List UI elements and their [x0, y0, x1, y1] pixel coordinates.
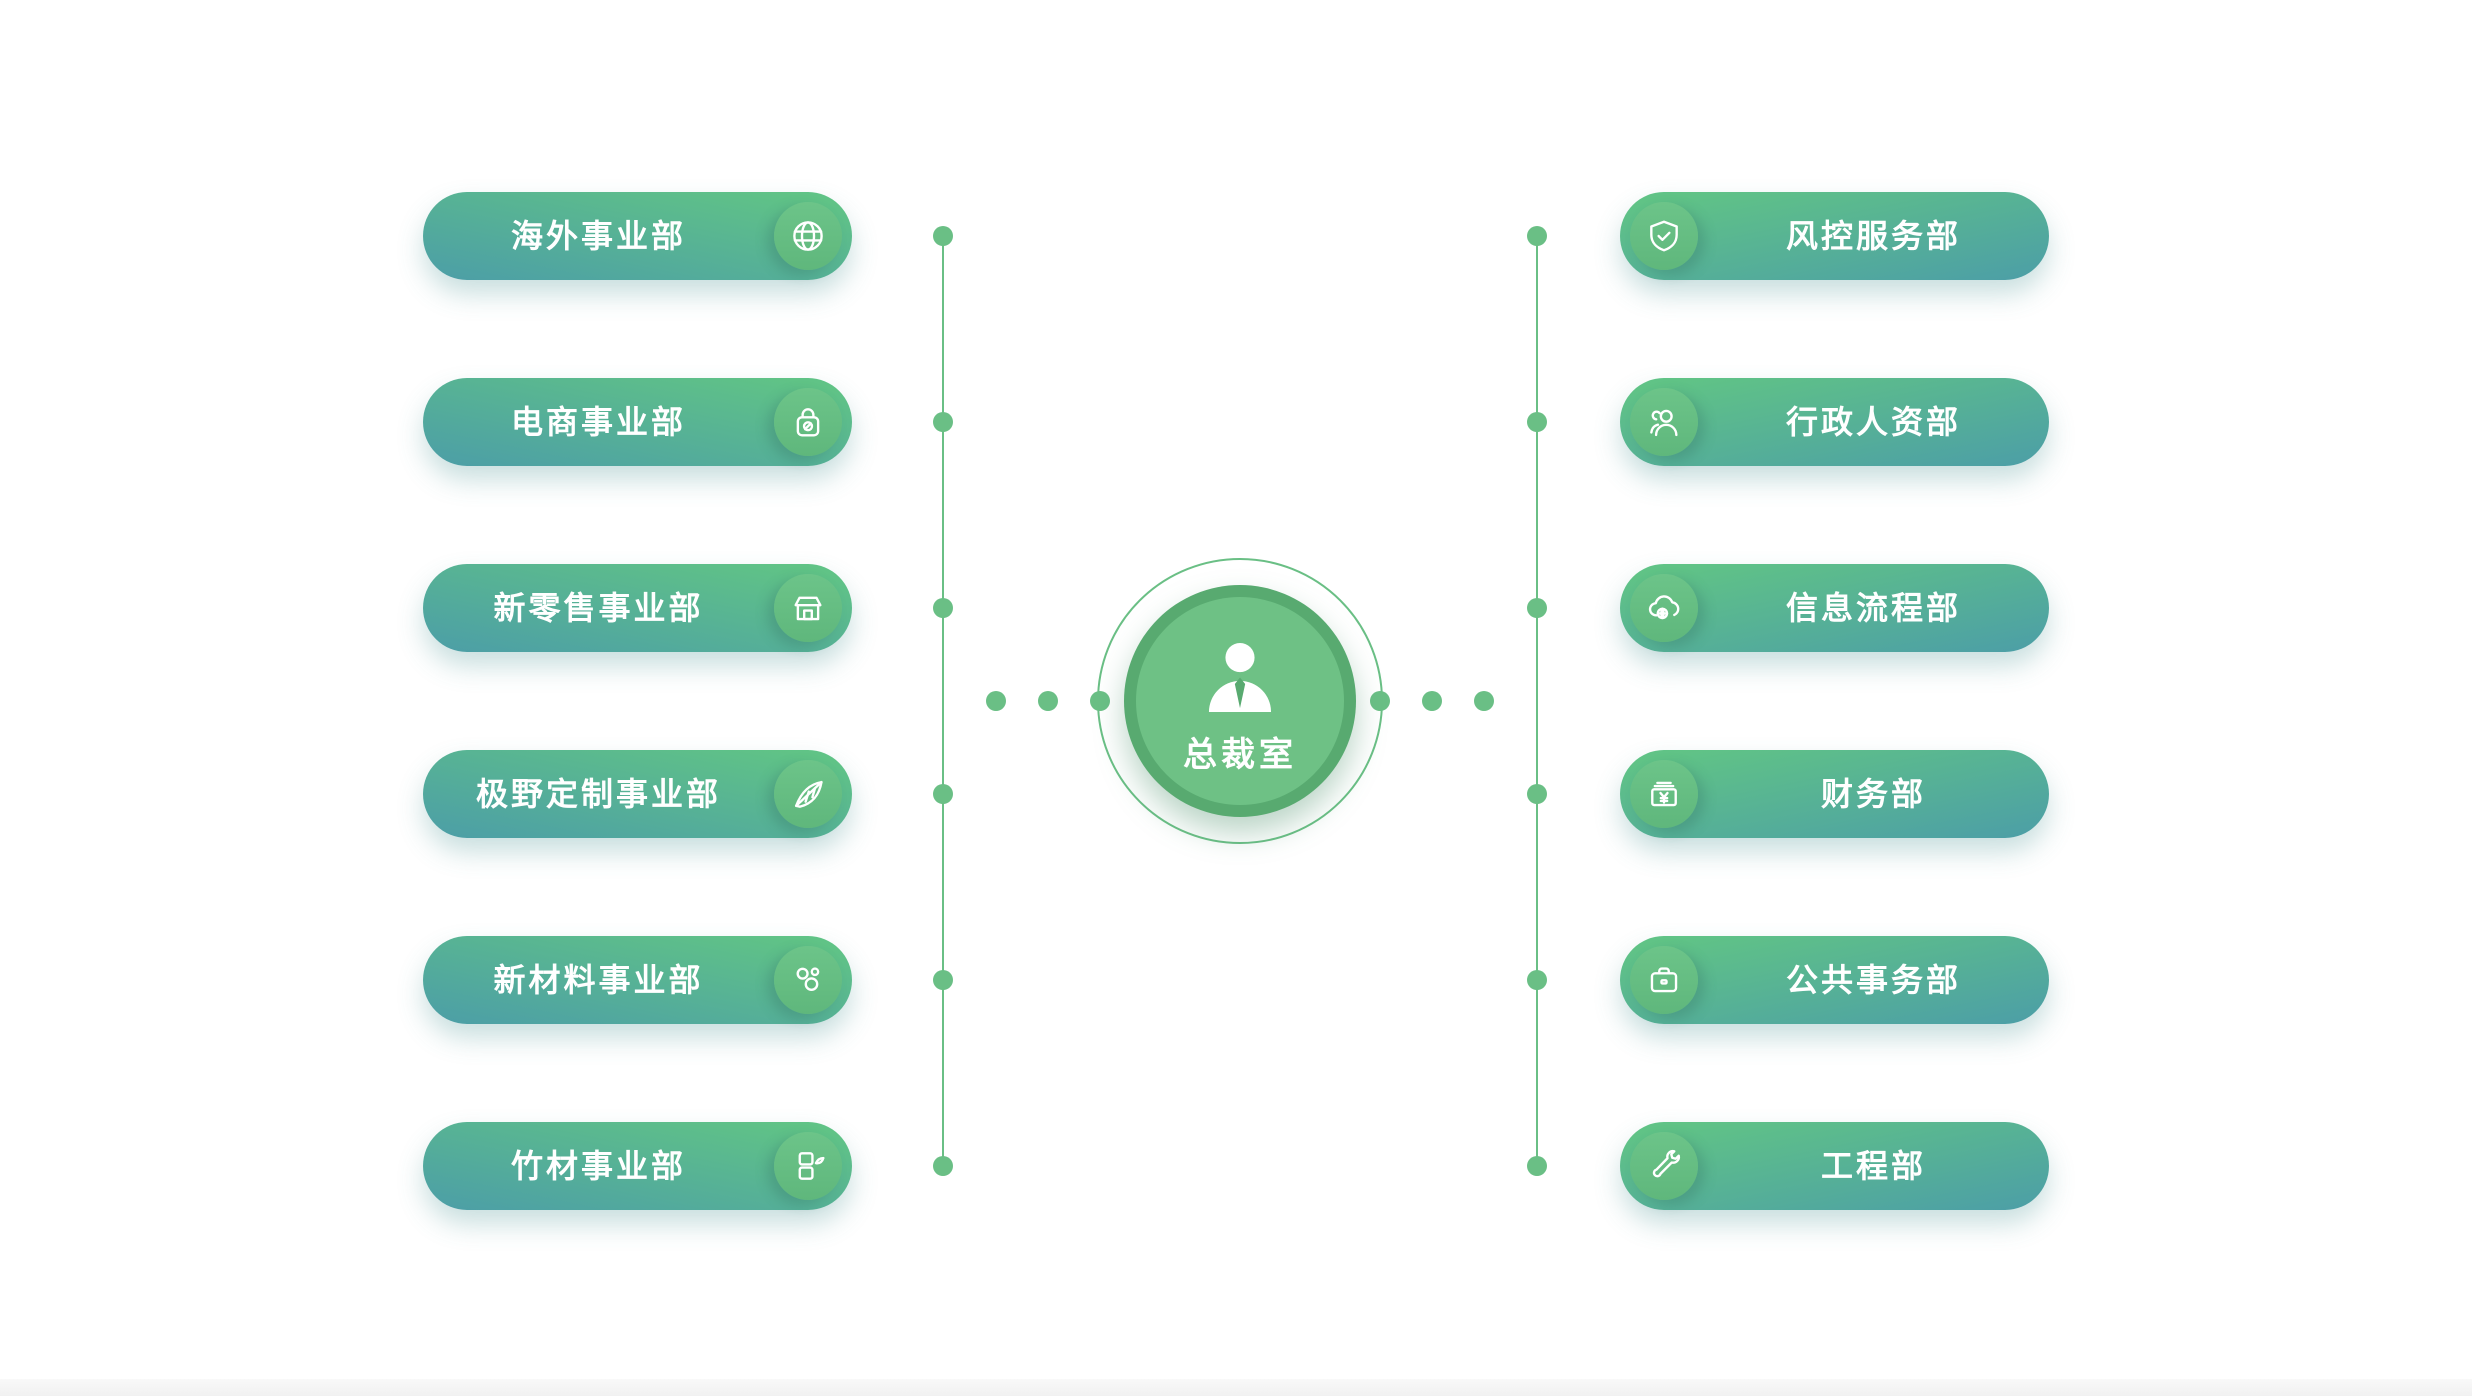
people-icon	[1630, 388, 1698, 456]
node-label: 风控服务部	[1785, 218, 1961, 254]
node-new-materials-division: 新材料事业部	[423, 936, 852, 1024]
connector-dot	[933, 226, 953, 246]
molecules-icon	[774, 946, 842, 1014]
right-branch-line	[1536, 236, 1538, 1166]
connector-dot	[933, 970, 953, 990]
center-label: 总裁室	[1183, 735, 1297, 774]
bamboo-shoot-icon	[774, 760, 842, 828]
node-label: 新零售事业部	[493, 590, 704, 626]
node-label: 信息流程部	[1785, 590, 1961, 626]
node-information-process-dept: 信息流程部	[1620, 564, 2049, 652]
node-jiye-custom-division: 极野定制事业部	[423, 750, 852, 838]
wrench-icon	[1630, 1132, 1698, 1200]
node-ecommerce-division: 电商事业部	[423, 378, 852, 466]
globe-icon	[774, 202, 842, 270]
node-label: 海外事业部	[510, 218, 686, 254]
connector-dot	[1474, 691, 1494, 711]
connector-dot	[1038, 691, 1058, 711]
node-label: 竹材事业部	[510, 1148, 686, 1184]
node-admin-hr-dept: 行政人资部	[1620, 378, 2049, 466]
node-engineering-dept: 工程部	[1620, 1122, 2049, 1210]
cash-yen-icon	[1630, 760, 1698, 828]
node-label: 公共事务部	[1785, 962, 1961, 998]
left-branch-line	[942, 236, 944, 1166]
connector-dot	[933, 412, 953, 432]
connector-dot	[1527, 784, 1547, 804]
node-label: 财务部	[1820, 776, 1926, 812]
node-risk-control-dept: 风控服务部	[1620, 192, 2049, 280]
node-bamboo-division: 竹材事业部	[423, 1122, 852, 1210]
connector-dot	[933, 598, 953, 618]
connector-dot	[1527, 412, 1547, 432]
node-label: 极野定制事业部	[475, 776, 721, 812]
node-public-affairs-dept: 公共事务部	[1620, 936, 2049, 1024]
connector-dot	[986, 691, 1006, 711]
connector-dot	[1527, 598, 1547, 618]
briefcase-icon	[1630, 946, 1698, 1014]
node-ceo-office: 总裁室	[1124, 585, 1356, 817]
shopping-bag-icon	[774, 388, 842, 456]
node-new-retail-division: 新零售事业部	[423, 564, 852, 652]
connector-dot	[933, 784, 953, 804]
connector-dot	[1527, 226, 1547, 246]
node-label: 工程部	[1820, 1148, 1926, 1184]
center-inner-circle: 总裁室	[1136, 597, 1344, 805]
connector-dot	[933, 1156, 953, 1176]
bamboo-stalk-icon	[774, 1132, 842, 1200]
node-label: 新材料事业部	[493, 962, 704, 998]
shield-check-icon	[1630, 202, 1698, 270]
node-overseas-division: 海外事业部	[423, 192, 852, 280]
connector-dot	[1527, 1156, 1547, 1176]
storefront-icon	[774, 574, 842, 642]
connector-dot	[1422, 691, 1442, 711]
center-orbit-ring	[1097, 558, 1383, 844]
connector-dot	[1527, 970, 1547, 990]
node-label: 行政人资部	[1785, 404, 1961, 440]
node-finance-dept: 财务部	[1620, 750, 2049, 838]
cloud-network-icon	[1630, 574, 1698, 642]
page-bottom-edge	[0, 1379, 2472, 1396]
executive-person-icon	[1208, 642, 1272, 712]
node-label: 电商事业部	[510, 404, 686, 440]
